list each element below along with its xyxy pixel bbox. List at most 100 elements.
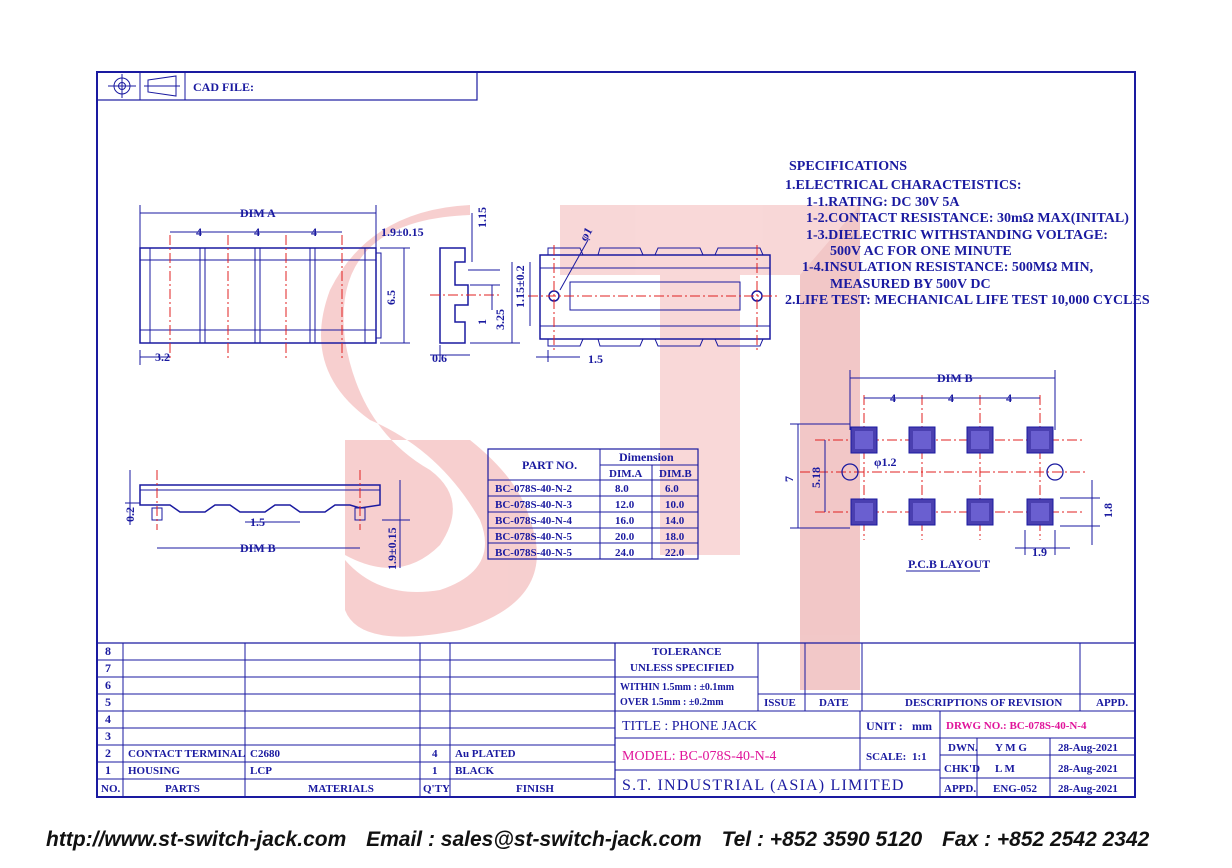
row-number-3: 3: [105, 729, 111, 743]
revision-header-date: DATE: [819, 697, 849, 709]
dwn-name: Y M G: [995, 742, 1027, 754]
table-header-dimension: Dimension: [619, 450, 674, 464]
bom-no: 1: [105, 763, 111, 777]
bom-header-qty: Q'TY: [423, 783, 450, 795]
email-link[interactable]: Email : sales@st-switch-jack.com: [366, 828, 702, 851]
tolerance-title: TOLERANCE: [652, 646, 721, 658]
pcb-pad-inner: [1031, 431, 1049, 449]
bom-material: C2680: [250, 748, 280, 760]
table-cell-part: BC-078S-40-N-5: [495, 531, 572, 543]
projection-cone-icon: [147, 75, 177, 97]
bom-qty: 1: [432, 765, 438, 777]
row-number-6: 6: [105, 678, 111, 692]
bom-part: CONTACT TERMINAL: [128, 748, 245, 760]
revision-header-description: DESCRIPTIONS OF REVISION: [905, 697, 1062, 709]
pcb-label-1-9: 1.9: [1032, 545, 1047, 559]
appd-label: APPD.: [944, 783, 976, 795]
table-cell-a: 16.0: [615, 515, 635, 527]
table-cell-b: 10.0: [665, 499, 685, 511]
pcb-pad-inner: [971, 503, 989, 521]
tolerance-subtitle: UNLESS SPECIFIED: [630, 662, 734, 674]
table-cell-a: 12.0: [615, 499, 635, 511]
label-1-9: 1.9±0.15: [381, 225, 424, 239]
table-header-a: DIM.A: [609, 468, 642, 480]
label-3-25: 3.25: [493, 309, 507, 330]
bom-header-parts: PARTS: [165, 783, 200, 795]
label-6-5: 6.5: [384, 290, 398, 305]
table-cell-b: 22.0: [665, 547, 685, 559]
telephone: Tel : +852 3590 5120: [721, 828, 923, 851]
pcb-pad-inner: [855, 431, 873, 449]
cad-file-label: CAD FILE:: [193, 80, 254, 94]
pcb-pad-inner: [913, 431, 931, 449]
table-cell-a: 24.0: [615, 547, 635, 559]
specifications: SPECIFICATIONS 1.ELECTRICAL CHARACTEISTI…: [785, 159, 1150, 308]
appd-date: 28-Aug-2021: [1058, 783, 1118, 795]
pcb-pad-inner: [1031, 503, 1049, 521]
st-watermark: [321, 205, 860, 690]
pcb-label-pitch-3: 4: [1006, 391, 1012, 405]
spec-line-8: 2.LIFE TEST: MECHANICAL LIFE TEST 10,000…: [785, 293, 1150, 308]
scale-value: 1:1: [912, 751, 927, 763]
label-pitch-1: 4: [196, 225, 202, 239]
row-number-4: 4: [105, 712, 111, 726]
dwn-label: DWN.: [948, 742, 978, 754]
pcb-label-pitch-2: 4: [948, 391, 954, 405]
drawing-title: TITLE : PHONE JACK: [622, 719, 757, 734]
spec-line-3: 1-2.CONTACT RESISTANCE: 30mΩ MAX(INITAL): [806, 211, 1129, 226]
company-name: S.T. INDUSTRIAL (ASIA) LIMITED: [622, 777, 905, 794]
spec-heading: SPECIFICATIONS: [789, 159, 907, 174]
spec-line-5: 500V AC FOR ONE MINUTE: [830, 244, 1012, 259]
fax: Fax : +852 2542 2342: [942, 828, 1150, 851]
bottom-view: 0.2 1.5 DIM B 1.9±0.15: [123, 470, 410, 570]
top-view: DIM A 4 4 4 1.9±0.15 6.5 3.2: [139, 205, 424, 365]
label-3-2: 3.2: [155, 350, 170, 364]
front-view: φ1 1.15±0.2 1.5: [513, 225, 780, 366]
appd-name: ENG-052: [993, 783, 1038, 795]
spec-line-2: 1-1.RATING: DC 30V 5A: [806, 195, 960, 210]
table-cell-part: BC-078S-40-N-4: [495, 515, 572, 527]
label-1-9b: 1.9±0.15: [385, 527, 399, 570]
bom-header-finish: FINISH: [516, 783, 554, 795]
table-cell-b: 6.0: [665, 483, 679, 495]
row-number-5: 5: [105, 695, 111, 709]
scale-label: SCALE:: [866, 751, 906, 763]
spec-line-1: 1.ELECTRICAL CHARACTEISTICS:: [785, 178, 1022, 193]
chkd-date: 28-Aug-2021: [1058, 763, 1118, 775]
bom-finish: Au PLATED: [455, 748, 516, 760]
drawing-number: DRWG NO.: BC-078S-40-N-4: [946, 720, 1087, 732]
table-cell-part: BC-078S-40-N-5: [495, 547, 572, 559]
pcb-label-5-18: 5.18: [809, 467, 823, 488]
table-cell-b: 14.0: [665, 515, 685, 527]
table-cell-b: 18.0: [665, 531, 685, 543]
bom-part: HOUSING: [128, 765, 180, 777]
spec-line-6: 1-4.INSULATION RESISTANCE: 500MΩ MIN,: [802, 260, 1093, 275]
pcb-label-pitch-1: 4: [890, 391, 896, 405]
tolerance-within: WITHIN 1.5mm : ±0.1mm: [620, 682, 735, 693]
table-cell-part: BC-078S-40-N-3: [495, 499, 572, 511]
bom-no: 2: [105, 746, 111, 760]
website-link[interactable]: http://www.st-switch-jack.com: [46, 828, 347, 851]
label-1-15-02: 1.15±0.2: [513, 265, 527, 308]
dimension-table: PART NO. Dimension DIM.A DIM.B BC-078S-4…: [487, 448, 699, 560]
label-1-5: 1.5: [588, 352, 603, 366]
bom-material: LCP: [250, 765, 272, 777]
label-0-6: 0.6: [432, 351, 447, 365]
dwn-date: 28-Aug-2021: [1058, 742, 1118, 754]
label-dim-b: DIM B: [240, 541, 276, 555]
unit-value: mm: [912, 719, 932, 733]
title-block: 8 7 6 5 4 3 2 CONTACT TERMINAL C2680 4 A…: [97, 642, 1135, 797]
bom-header-no: NO.: [101, 783, 121, 795]
side-view: 1.15 3.25 1 0.6: [430, 207, 520, 365]
table-cell-a: 20.0: [615, 531, 635, 543]
pcb-layout: DIM B 4 4 4 7 5.18 φ1.2 1.8 1.9 P.C.B LA…: [782, 370, 1115, 572]
pcb-pad-inner: [855, 503, 873, 521]
table-cell-a: 8.0: [615, 483, 629, 495]
bom-qty: 4: [432, 748, 438, 760]
revision-header-appd: APPD.: [1096, 697, 1128, 709]
row-number-7: 7: [105, 661, 111, 675]
pcb-label-phi: φ1.2: [874, 455, 897, 469]
tolerance-over: OVER 1.5mm : ±0.2mm: [620, 697, 724, 708]
drawing-frame: [96, 71, 1136, 798]
